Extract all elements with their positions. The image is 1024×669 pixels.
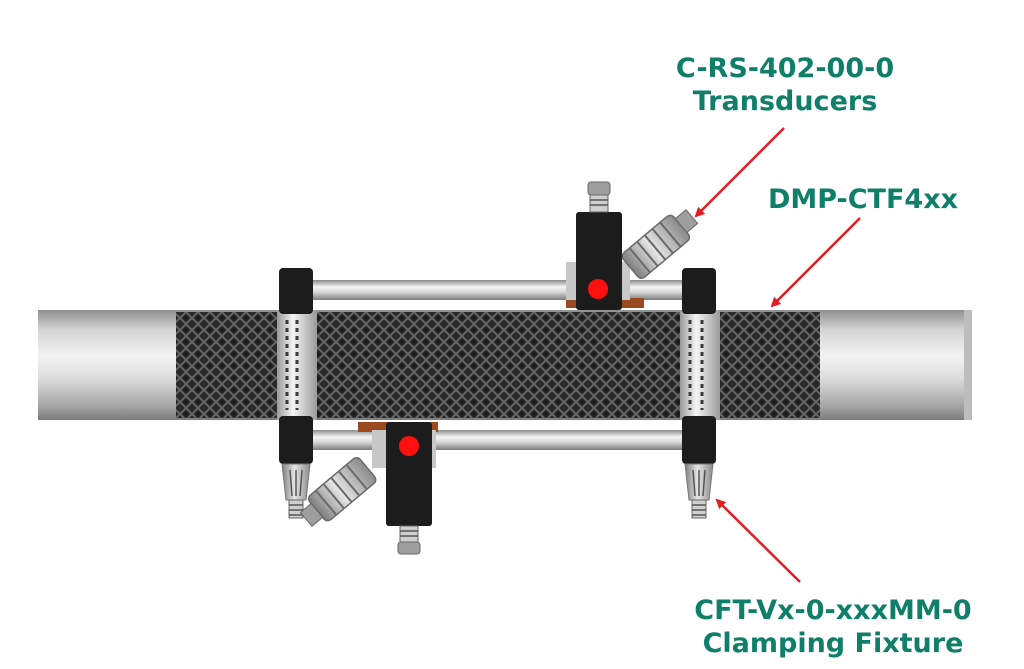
transducer-bottom xyxy=(299,422,438,555)
cable-connector-bottom xyxy=(299,457,377,528)
pointer-arrow-clamping-fixture xyxy=(715,498,801,583)
rod-end-block-top-right xyxy=(682,268,716,314)
pointer-arrow-dmp xyxy=(770,217,861,308)
mesh-wrap-band xyxy=(176,312,820,418)
rod-end-block-bottom-right xyxy=(682,416,716,464)
pointer-arrow-transducers xyxy=(694,127,785,218)
transducer-top xyxy=(566,181,699,310)
rod-end-block-bottom-left xyxy=(279,416,313,464)
guide-rod-top xyxy=(300,280,700,300)
clamp-ring-left xyxy=(277,310,317,420)
set-screw-top xyxy=(587,181,611,213)
clamp-ring-right xyxy=(680,310,720,420)
transducers-part-number: C-RS-402-00-0 xyxy=(675,53,895,84)
transducer-dot-top xyxy=(588,279,608,299)
rod-end-block-top-left xyxy=(279,268,313,314)
thumb-screw-left xyxy=(281,463,311,519)
thumb-screw-right xyxy=(684,463,714,519)
pipe-end-right xyxy=(964,310,972,420)
label-transducers: C-RS-402-00-0 Transducers xyxy=(640,52,930,118)
sensor-tape-part-number: DMP-CTF4xx xyxy=(767,184,959,215)
mesh-wrap xyxy=(176,312,820,418)
label-clamping-fixture: CFT-Vx-0-xxxMM-0 Clamping Fixture xyxy=(668,594,998,660)
cable-connector-top xyxy=(621,208,699,279)
transducer-block-top xyxy=(576,212,622,310)
transducers-name: Transducers xyxy=(692,86,878,117)
label-sensor-tape: DMP-CTF4xx xyxy=(752,183,974,216)
set-screw-bottom xyxy=(397,525,421,555)
transducer-block-bottom xyxy=(386,422,432,526)
clamping-fixture-part-number: CFT-Vx-0-xxxMM-0 xyxy=(694,595,972,626)
guide-rod-bottom xyxy=(300,430,700,450)
transducer-dot-bottom xyxy=(399,436,419,456)
clamping-fixture-name: Clamping Fixture xyxy=(702,628,964,659)
